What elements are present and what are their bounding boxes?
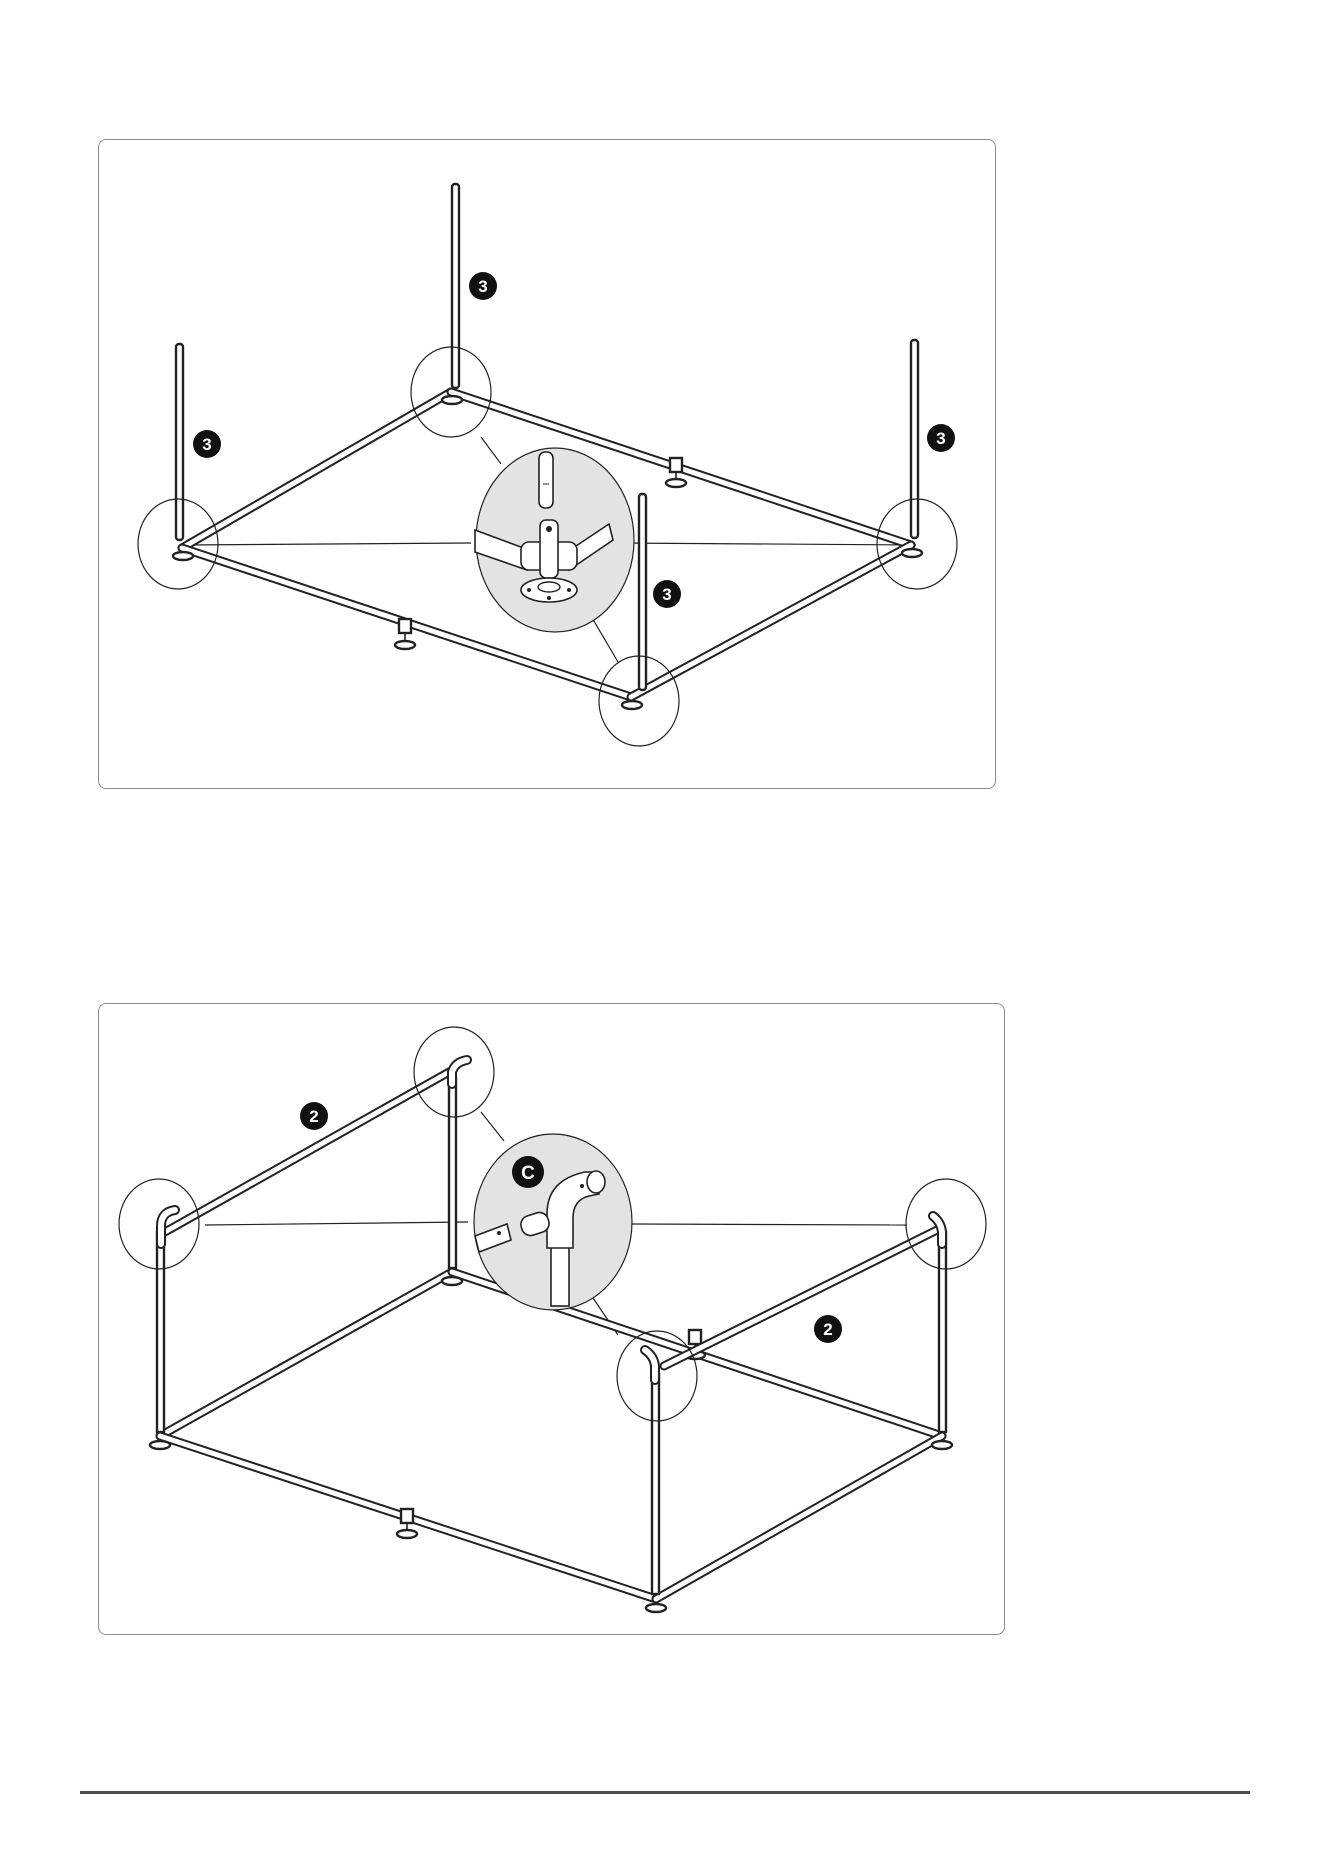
vertical-pole bbox=[452, 184, 459, 388]
vertical-pole bbox=[157, 1232, 164, 1432]
assembly-step-panel-top-rails: C 2 2 bbox=[98, 1003, 1005, 1635]
leader-line bbox=[205, 1222, 468, 1225]
step-number-badge: 3 bbox=[653, 580, 681, 608]
svg-text:3: 3 bbox=[936, 429, 945, 448]
leader-line bbox=[481, 437, 501, 464]
svg-text:3: 3 bbox=[202, 435, 211, 454]
leader-line bbox=[185, 543, 471, 545]
vertical-pole bbox=[449, 1078, 456, 1268]
svg-text:2: 2 bbox=[309, 1107, 318, 1126]
vertical-pole bbox=[939, 1232, 946, 1432]
svg-text:2: 2 bbox=[823, 1320, 832, 1339]
footer-rule bbox=[80, 1791, 1250, 1794]
corner-joint-detail bbox=[475, 448, 634, 632]
step-number-badge: 3 bbox=[193, 430, 221, 458]
leader-line bbox=[621, 543, 916, 545]
frame-with-top-rails-diagram: C 2 2 bbox=[99, 1004, 1006, 1636]
leader-line bbox=[481, 1112, 504, 1141]
corner-foot bbox=[150, 1441, 170, 1449]
corner-foot bbox=[442, 396, 462, 404]
detail-label: C bbox=[521, 1163, 535, 1184]
corner-foot bbox=[646, 1604, 666, 1612]
svg-text:3: 3 bbox=[662, 585, 671, 604]
frame-with-legs-diagram: 3 3 3 3 bbox=[99, 140, 997, 790]
assembly-step-panel-legs: 3 3 3 3 bbox=[98, 139, 996, 789]
svg-text:3: 3 bbox=[478, 277, 487, 296]
elbow-joint-detail: C bbox=[474, 1134, 632, 1310]
top-rail bbox=[664, 1230, 937, 1366]
mid-support-foot bbox=[395, 619, 415, 649]
corner-foot bbox=[932, 1441, 952, 1449]
corner-foot bbox=[442, 1277, 462, 1285]
corner-foot bbox=[902, 549, 922, 557]
vertical-pole bbox=[639, 494, 646, 690]
vertical-pole bbox=[652, 1374, 659, 1594]
step-number-badge: 3 bbox=[469, 272, 497, 300]
mid-support-foot bbox=[397, 1509, 417, 1538]
step-number-badge: 2 bbox=[300, 1102, 328, 1130]
step-number-badge: 2 bbox=[814, 1315, 842, 1343]
mid-support-foot bbox=[666, 458, 686, 487]
vertical-pole bbox=[911, 340, 918, 538]
corner-foot bbox=[173, 552, 193, 560]
top-rail bbox=[165, 1072, 449, 1232]
vertical-pole bbox=[176, 344, 183, 540]
leader-line bbox=[631, 1224, 907, 1225]
leader-line bbox=[591, 616, 618, 662]
step-number-badge: 3 bbox=[927, 424, 955, 452]
corner-foot bbox=[622, 701, 642, 709]
